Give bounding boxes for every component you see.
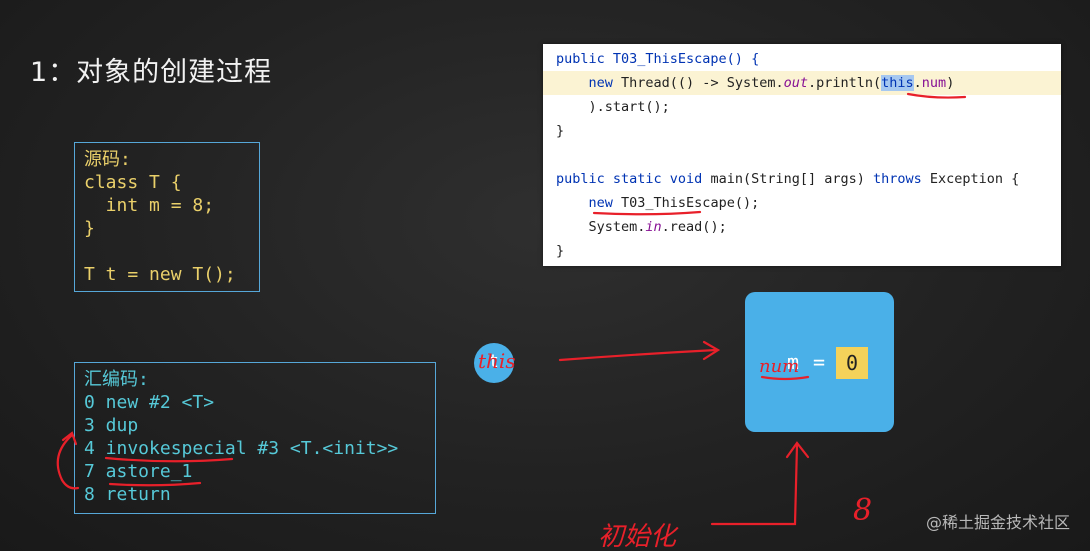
code-editor-panel: public T03_ThisEscape() { new Thread(() …	[543, 44, 1061, 266]
underline-this-num	[906, 92, 967, 99]
code-line-6: public static void main(String[] args) t…	[556, 171, 1020, 187]
code-line-8: System.in.read();	[556, 219, 727, 235]
value-8-scribble: 8	[853, 493, 872, 528]
reorder-arrow	[56, 433, 80, 490]
underline-astore	[108, 481, 202, 487]
t-reference-circle: t	[474, 343, 514, 383]
source-line: int m = 8;	[84, 195, 215, 216]
reorder-arrowhead	[61, 431, 78, 446]
underline-field	[760, 375, 810, 381]
this-keyword-selected[interactable]: this	[881, 75, 914, 91]
source-line: class T {	[84, 172, 182, 193]
bytecode-line: 8 return	[84, 484, 171, 505]
slide-title: 1：对象的创建过程	[30, 57, 273, 88]
field-m-label: m	[787, 350, 800, 374]
watermark: @稀土掘金技术社区	[925, 513, 1070, 532]
code-line-9: }	[556, 243, 565, 259]
code-line-2: new Thread(() -> System.out.println(this…	[543, 71, 1061, 95]
bytecode-line: 汇编码:	[84, 369, 149, 390]
code-line-4: }	[556, 123, 565, 139]
field-value: 0	[836, 347, 868, 379]
bytecode-line: 0 new #2 <T>	[84, 392, 215, 413]
arrowhead-init	[785, 441, 810, 459]
init-scribble: 初始化	[598, 522, 679, 551]
arrow-init-to-object	[710, 443, 799, 526]
equals-sign: =	[813, 350, 826, 374]
code-line-7: new T03_ThisEscape();	[556, 195, 760, 211]
bytecode-line: 7 astore_1	[84, 461, 193, 482]
bytecode-line: 4 invokespecial #3 <T.<init>>	[84, 438, 399, 459]
underline-new-instance	[592, 210, 702, 216]
num-scribble: num	[759, 356, 799, 377]
code-line-1: public T03_ThisEscape() {	[556, 51, 760, 67]
arrow-t-to-object	[558, 348, 718, 362]
source-line: }	[84, 218, 95, 239]
source-line: T t = new T();	[84, 264, 236, 285]
source-code-box: 源码:class T { int m = 8;} T t = new T();	[74, 142, 260, 292]
underline-invokespecial	[104, 456, 234, 463]
arrowhead-t	[702, 340, 721, 361]
code-line-3: ).start();	[556, 99, 670, 115]
heap-object-box: m = 0	[745, 292, 894, 432]
bytecode-line: 3 dup	[84, 415, 139, 436]
source-line: 源码:	[84, 149, 131, 170]
this-scribble: this	[478, 349, 516, 373]
